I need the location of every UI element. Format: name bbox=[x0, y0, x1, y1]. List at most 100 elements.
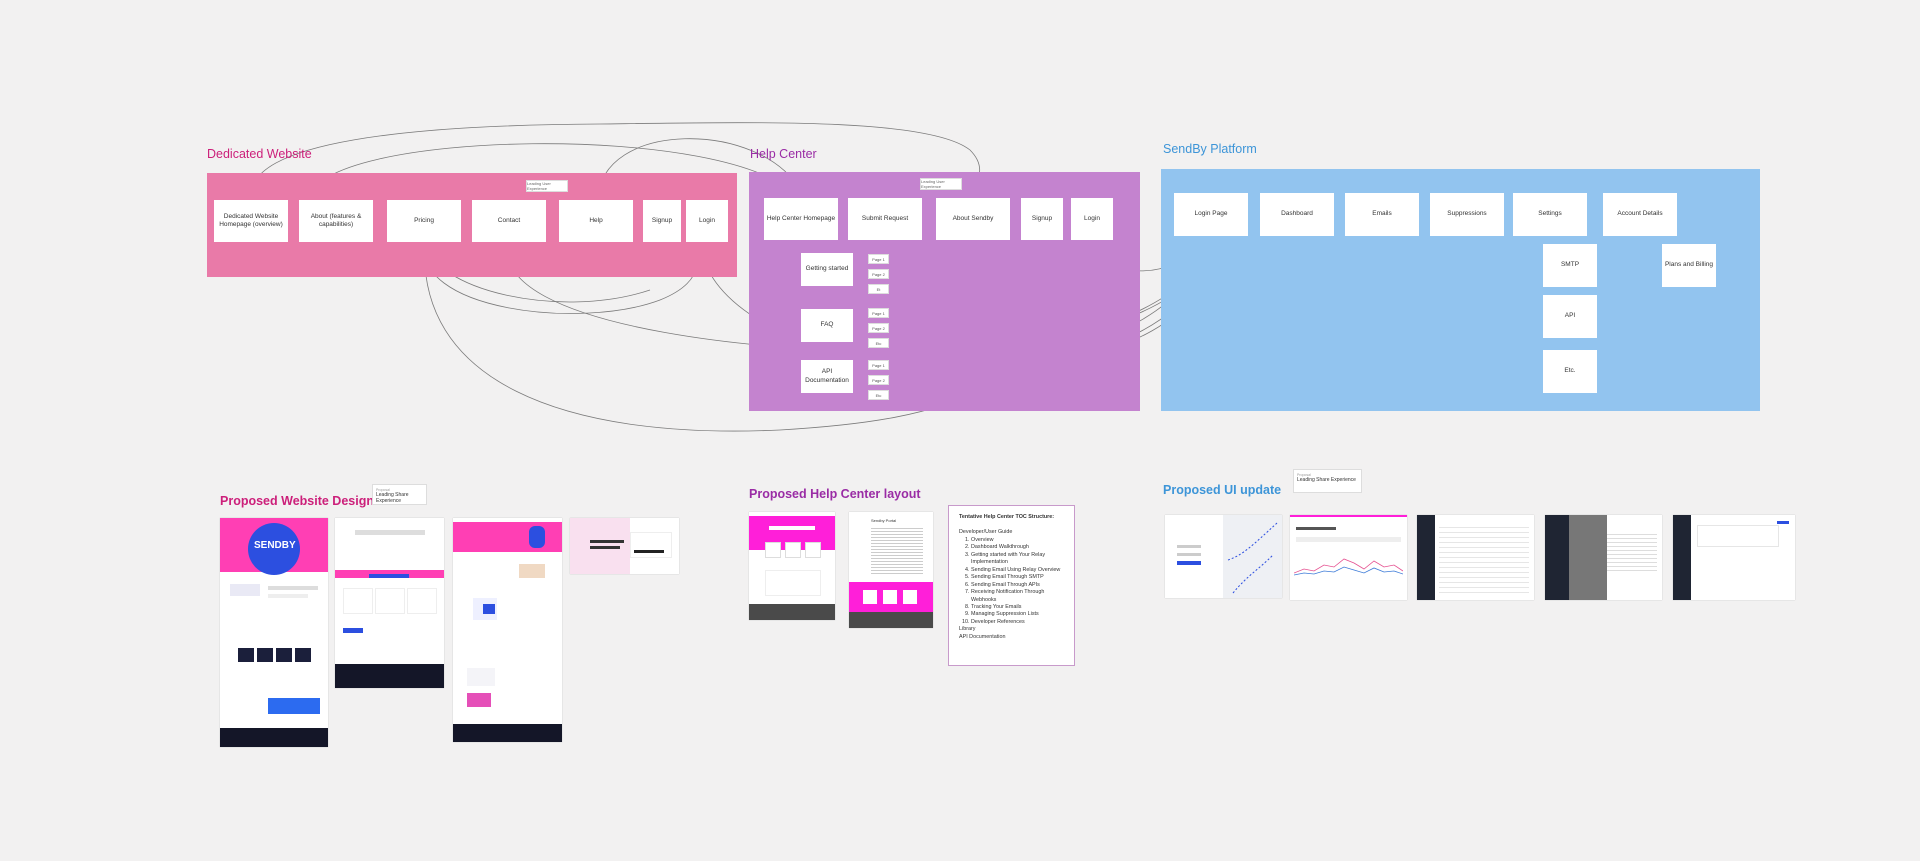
thumb-hero bbox=[453, 522, 562, 552]
toc-footer-library: Library bbox=[959, 626, 976, 633]
sticky-small-label: Proposal bbox=[376, 488, 390, 492]
toc-item: Sending Email Through APIs bbox=[971, 582, 1064, 589]
thumb-tile bbox=[883, 590, 897, 604]
ui-thumb-dashboard[interactable] bbox=[1290, 515, 1407, 600]
platform-node-api[interactable]: API bbox=[1543, 295, 1597, 338]
platform-node-emails[interactable]: Emails bbox=[1345, 193, 1419, 236]
website-thumb-home[interactable]: SENDBY bbox=[220, 518, 328, 747]
thumb-sidebar bbox=[1673, 515, 1691, 600]
proposed-help-title: Proposed Help Center layout bbox=[749, 487, 921, 501]
toc-footer-api: API Documentation bbox=[959, 633, 1006, 640]
thumb-image bbox=[483, 604, 495, 614]
thumb-search bbox=[769, 526, 815, 530]
help-gs-page-1[interactable]: Page 1 bbox=[868, 254, 889, 264]
thumb-tile bbox=[805, 542, 821, 558]
help-node-login[interactable]: Login bbox=[1071, 198, 1113, 240]
help-api-page-1[interactable]: Page 1 bbox=[868, 360, 889, 370]
toc-item: Tracking Your Emails bbox=[971, 604, 1064, 611]
toc-item: Getting started with Your Relay Implemen… bbox=[971, 552, 1064, 567]
thumb-card bbox=[238, 648, 254, 662]
thumb-button bbox=[1177, 561, 1201, 565]
website-node-help[interactable]: Help bbox=[559, 200, 633, 242]
help-node-api-docs[interactable]: API Documentation bbox=[801, 360, 853, 393]
thumb-portal-title: Sendby Portal bbox=[871, 518, 897, 523]
help-faq-page-1[interactable]: Page 1 bbox=[868, 308, 889, 318]
help-node-homepage[interactable]: Help Center Homepage bbox=[764, 198, 838, 240]
thumb-line bbox=[1177, 545, 1201, 548]
thumb-tile bbox=[785, 542, 801, 558]
help-node-getting-started[interactable]: Getting started bbox=[801, 253, 853, 286]
website-thumb-features[interactable] bbox=[453, 518, 562, 742]
website-node-pricing[interactable]: Pricing bbox=[387, 200, 461, 242]
help-node-about[interactable]: About Sendby bbox=[936, 198, 1010, 240]
thumb-table bbox=[1439, 523, 1529, 593]
website-node-homepage[interactable]: Dedicated Website Homepage (overview) bbox=[214, 200, 288, 242]
thumb-line bbox=[1296, 527, 1336, 530]
toc-item: Sending Email Through SMTP bbox=[971, 574, 1064, 581]
website-thumb-contact[interactable] bbox=[570, 518, 679, 574]
help-node-faq[interactable]: FAQ bbox=[801, 309, 853, 342]
proposed-ui-title: Proposed UI update bbox=[1163, 483, 1282, 497]
platform-node-plans[interactable]: Plans and Billing bbox=[1662, 244, 1716, 287]
thumb-image bbox=[519, 564, 545, 578]
thumb-box bbox=[1697, 525, 1779, 547]
ui-thumb-emails[interactable] bbox=[1417, 515, 1534, 600]
toc-item: Receiving Notification Through Webhooks bbox=[971, 589, 1064, 604]
thumb-block bbox=[230, 584, 260, 596]
thumb-footer bbox=[220, 728, 328, 747]
sticky-text: Leading Share Experience bbox=[1297, 477, 1356, 484]
platform-node-dashboard[interactable]: Dashboard bbox=[1260, 193, 1334, 236]
help-thumb-article[interactable]: Sendby Portal bbox=[849, 512, 933, 628]
thumb-box bbox=[343, 588, 373, 614]
platform-node-etc[interactable]: Etc. bbox=[1543, 350, 1597, 393]
thumb-accent-bar bbox=[1290, 515, 1407, 517]
website-node-about[interactable]: About (features & capabilities) bbox=[299, 200, 373, 242]
help-faq-page-etc[interactable]: Etc bbox=[868, 338, 889, 348]
platform-node-settings[interactable]: Settings bbox=[1513, 193, 1587, 236]
help-section-title: Help Center bbox=[750, 147, 817, 161]
proposed-website-sticky: Proposal Leading Share Experience bbox=[372, 484, 427, 505]
website-node-login[interactable]: Login bbox=[686, 200, 728, 242]
ui-thumb-login[interactable] bbox=[1165, 515, 1282, 598]
platform-node-smtp[interactable]: SMTP bbox=[1543, 244, 1597, 287]
website-thumb-pricing[interactable] bbox=[335, 518, 444, 688]
platform-node-suppressions[interactable]: Suppressions bbox=[1430, 193, 1504, 236]
help-gs-page-etc[interactable]: Et bbox=[868, 284, 889, 294]
proposed-website-title: Proposed Website Design bbox=[220, 494, 374, 508]
thumb-chart bbox=[1294, 558, 1403, 576]
help-thumb-home[interactable] bbox=[749, 512, 835, 620]
toc-item: Overview bbox=[971, 537, 1064, 544]
thumb-line bbox=[268, 594, 308, 598]
thumb-footer bbox=[335, 664, 444, 688]
thumb-blue-block bbox=[268, 698, 320, 714]
thumb-line bbox=[268, 586, 318, 590]
toc-item: Dashboard Walkthrough bbox=[971, 544, 1064, 551]
thumb-line bbox=[590, 540, 624, 543]
website-note: Leading User Experience bbox=[526, 180, 568, 192]
help-node-signup[interactable]: Signup bbox=[1021, 198, 1063, 240]
website-node-signup[interactable]: Signup bbox=[643, 200, 681, 242]
help-api-page-2[interactable]: Page 2 bbox=[868, 375, 889, 385]
help-faq-page-2[interactable]: Page 2 bbox=[868, 323, 889, 333]
toc-item: Developer References bbox=[971, 619, 1064, 626]
thumb-image bbox=[467, 668, 495, 686]
toc-sticky: Tentative Help Center TOC Structure: Dev… bbox=[948, 505, 1075, 666]
platform-node-login[interactable]: Login Page bbox=[1174, 193, 1248, 236]
sticky-text: Leading Share Experience bbox=[376, 492, 409, 505]
thumb-sidebar bbox=[1417, 515, 1435, 600]
thumb-footer bbox=[849, 612, 933, 628]
ui-thumb-account[interactable] bbox=[1673, 515, 1795, 600]
thumb-text-block bbox=[1607, 531, 1657, 571]
thumb-line bbox=[355, 530, 425, 535]
ui-thumb-settings[interactable] bbox=[1545, 515, 1662, 600]
toc-list: Overview Dashboard Walkthrough Getting s… bbox=[959, 537, 1064, 626]
thumb-text-block bbox=[871, 526, 923, 576]
website-node-contact[interactable]: Contact bbox=[472, 200, 546, 242]
help-note: Leading User Experience bbox=[920, 178, 962, 190]
website-section-title: Dedicated Website bbox=[207, 147, 312, 161]
platform-node-account[interactable]: Account Details bbox=[1603, 193, 1677, 236]
thumb-line bbox=[1177, 553, 1201, 556]
help-gs-page-2[interactable]: Page 2 bbox=[868, 269, 889, 279]
help-node-submit[interactable]: Submit Request bbox=[848, 198, 922, 240]
help-api-page-etc[interactable]: Etc bbox=[868, 390, 889, 400]
